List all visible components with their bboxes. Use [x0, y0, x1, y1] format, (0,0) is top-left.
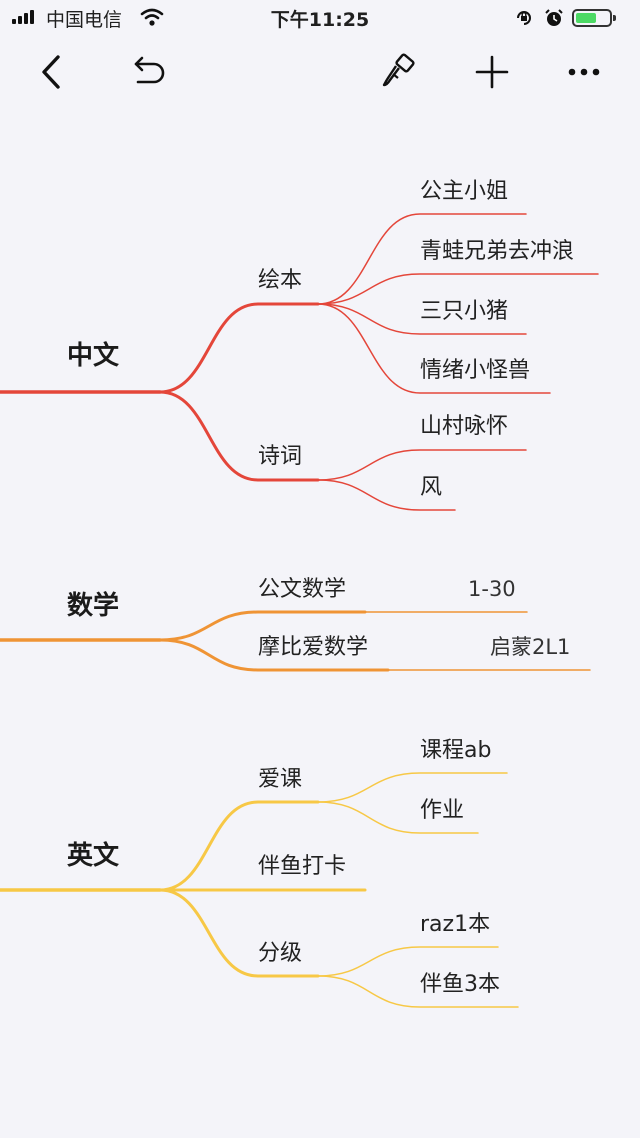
connector-book-4 [317, 303, 551, 394]
more-icon [568, 68, 600, 76]
more-button[interactable] [560, 48, 608, 96]
node-graded-banyu[interactable]: 伴鱼3本 [420, 972, 500, 997]
back-chevron-icon [42, 55, 60, 89]
connector-graded-2 [317, 975, 519, 1008]
style-brush-button[interactable] [376, 48, 424, 96]
add-icon [475, 55, 509, 89]
rotation-lock-icon [517, 11, 531, 25]
connector-book-2 [317, 273, 599, 305]
alarm-icon [545, 9, 563, 26]
battery-icon [572, 9, 616, 27]
carrier-name: 中国电信 [46, 9, 123, 31]
mind-map-connectors [0, 213, 599, 1008]
connector-aike-1 [317, 772, 508, 803]
node-math-kumon[interactable]: 公文数学 [258, 577, 347, 602]
note-math-mobi: 启蒙2L1 [490, 635, 571, 659]
connector-chinese-books [158, 302, 320, 394]
node-english[interactable]: 英文 [67, 841, 120, 871]
node-aike[interactable]: 爱课 [258, 767, 303, 792]
connector-chinese-poems [158, 390, 320, 482]
brush-style-icon [382, 53, 415, 87]
connector-book-3 [317, 303, 527, 335]
node-book-3[interactable]: 三只小猪 [420, 299, 509, 324]
node-poems[interactable]: 诗词 [258, 444, 303, 469]
battery-level-fill [576, 13, 596, 23]
node-book-4[interactable]: 情绪小怪兽 [420, 358, 531, 383]
node-chinese[interactable]: 中文 [67, 341, 120, 371]
connector-graded-1 [317, 946, 499, 977]
node-graded-raz[interactable]: raz1本 [420, 912, 491, 937]
node-book-2[interactable]: 青蛙兄弟去冲浪 [420, 239, 575, 264]
add-node-button[interactable] [468, 48, 516, 96]
node-book-1[interactable]: 公主小姐 [420, 179, 509, 204]
node-math[interactable]: 数学 [67, 591, 120, 621]
node-poem-2[interactable]: 风 [420, 475, 443, 500]
connector-poem-2 [317, 479, 456, 511]
connector-aike-2 [317, 801, 479, 834]
status-time: 下午11:25 [270, 9, 370, 31]
connector-math-kumon [158, 610, 367, 642]
connector-math-mobi [158, 638, 390, 672]
node-picture-books[interactable]: 绘本 [258, 268, 303, 293]
undo-icon [134, 56, 165, 84]
node-aike-course[interactable]: 课程ab [420, 738, 492, 763]
connector-poem-1 [317, 449, 527, 481]
undo-button[interactable] [124, 48, 172, 96]
note-math-kumon: 1-30 [468, 577, 516, 601]
back-button[interactable] [28, 48, 76, 96]
connector-english-aike [158, 800, 320, 892]
node-poem-1[interactable]: 山村咏怀 [420, 414, 509, 439]
status-bar: 中国电信 下午11:25 [0, 0, 640, 36]
wifi-icon [140, 8, 164, 26]
node-banyu-checkin[interactable]: 伴鱼打卡 [258, 854, 347, 879]
connector-english-graded [158, 888, 320, 978]
connector-book-1 [317, 213, 527, 305]
node-graded[interactable]: 分级 [258, 941, 303, 966]
signal-strength-icon [12, 10, 40, 24]
node-aike-homework[interactable]: 作业 [420, 798, 465, 823]
node-math-mobi[interactable]: 摩比爱数学 [258, 635, 369, 660]
